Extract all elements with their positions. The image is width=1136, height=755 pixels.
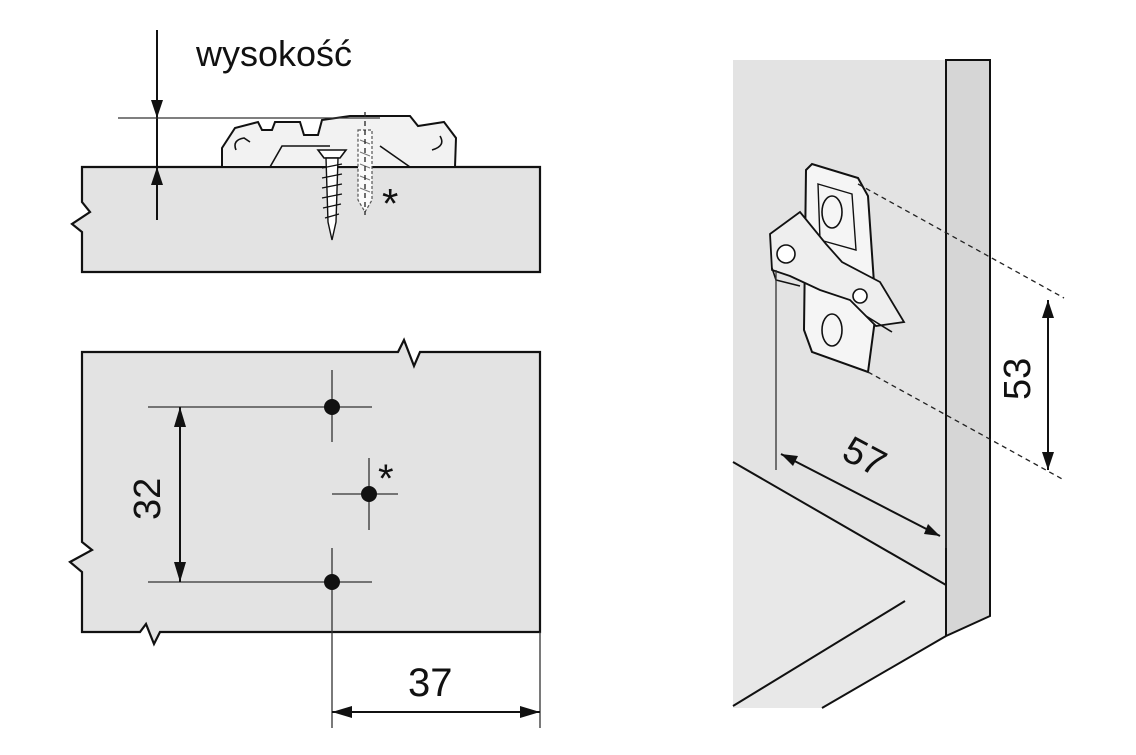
dimension-32 — [174, 407, 186, 582]
drill-hole-optional — [361, 486, 377, 502]
cabinet-front-edge — [945, 59, 991, 638]
front-view: * 32 37 — [68, 337, 542, 728]
dimension-32-label: 32 — [127, 478, 169, 520]
side-view: wysokość * — [70, 30, 542, 274]
height-label: wysokość — [195, 33, 352, 74]
dimension-37-label: 37 — [408, 661, 453, 705]
drill-hole-upper — [324, 399, 340, 415]
height-dimension — [118, 30, 380, 220]
perspective-view: 57 53 — [732, 59, 1065, 709]
cabinet-bottom — [733, 462, 946, 708]
asterisk-bottom: * — [378, 457, 394, 501]
asterisk-top: * — [382, 180, 398, 227]
side-view-board — [70, 165, 542, 274]
mounting-plate-inner-slot — [234, 135, 443, 168]
dimension-37 — [332, 632, 541, 728]
dimension-57 — [775, 270, 947, 548]
expansion-dowel-icon — [357, 112, 373, 215]
dimension-53 — [857, 183, 1065, 481]
dimension-53-label: 53 — [997, 358, 1039, 400]
screw-icon — [316, 149, 348, 241]
front-view-board — [68, 337, 542, 647]
mounting-plate-3d — [769, 162, 906, 374]
drill-hole-lower — [324, 574, 340, 590]
mounting-plate-profile — [221, 115, 458, 168]
